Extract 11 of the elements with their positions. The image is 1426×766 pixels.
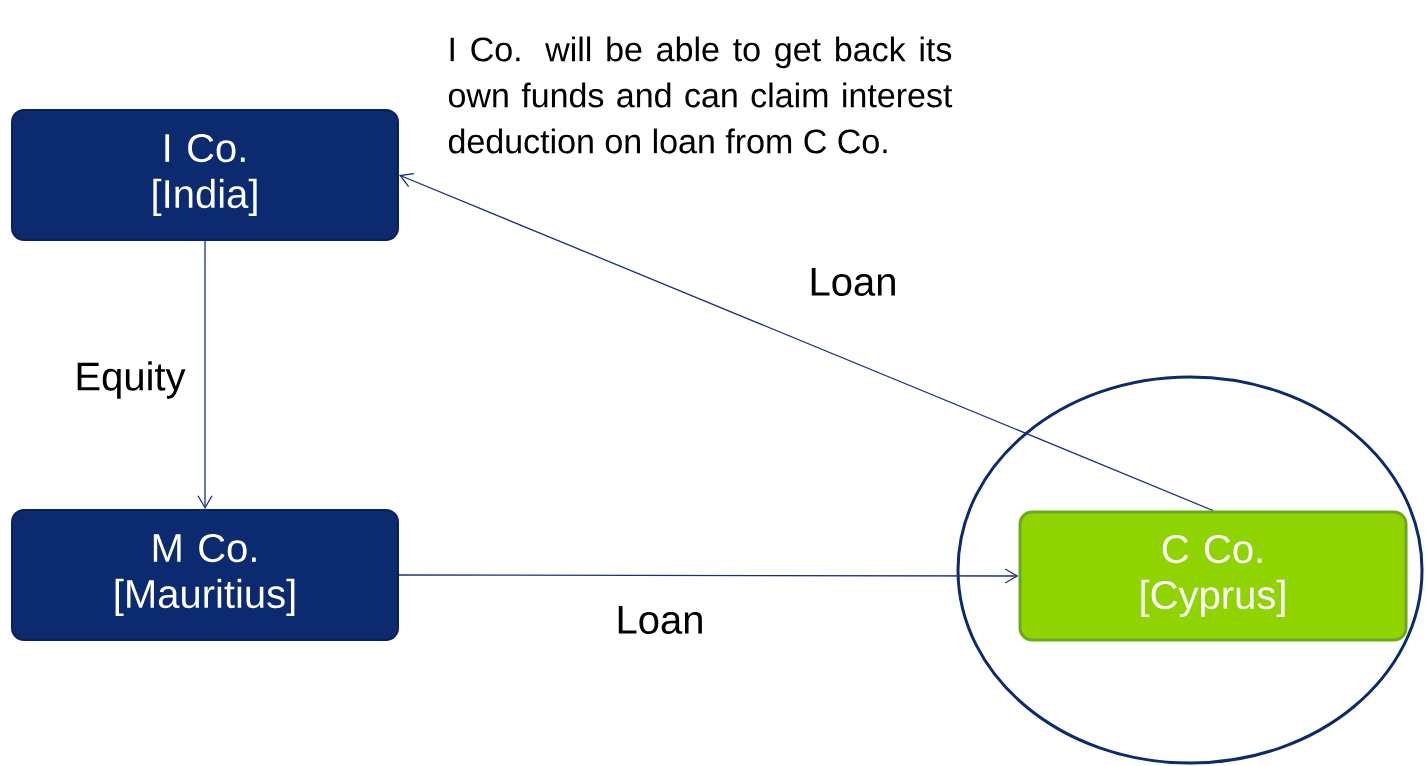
edge-label: Loan: [806, 266, 900, 298]
edge-label: Loan: [613, 604, 707, 636]
edge-label: Equity: [72, 359, 188, 401]
arrow: [399, 172, 1214, 512]
company-box: C Co. [Cyprus]: [1018, 510, 1408, 642]
arrow: [197, 240, 213, 509]
company-box: M Co. [Mauritius]: [11, 509, 399, 641]
company-box: I Co. [India]: [11, 109, 399, 241]
note-text: I Co. will be able to get back its own funds and can claim interest deduction on loan from C Co.: [448, 36, 953, 154]
highlight-ellipse: [956, 375, 1424, 765]
arrow: [398, 568, 1019, 584]
